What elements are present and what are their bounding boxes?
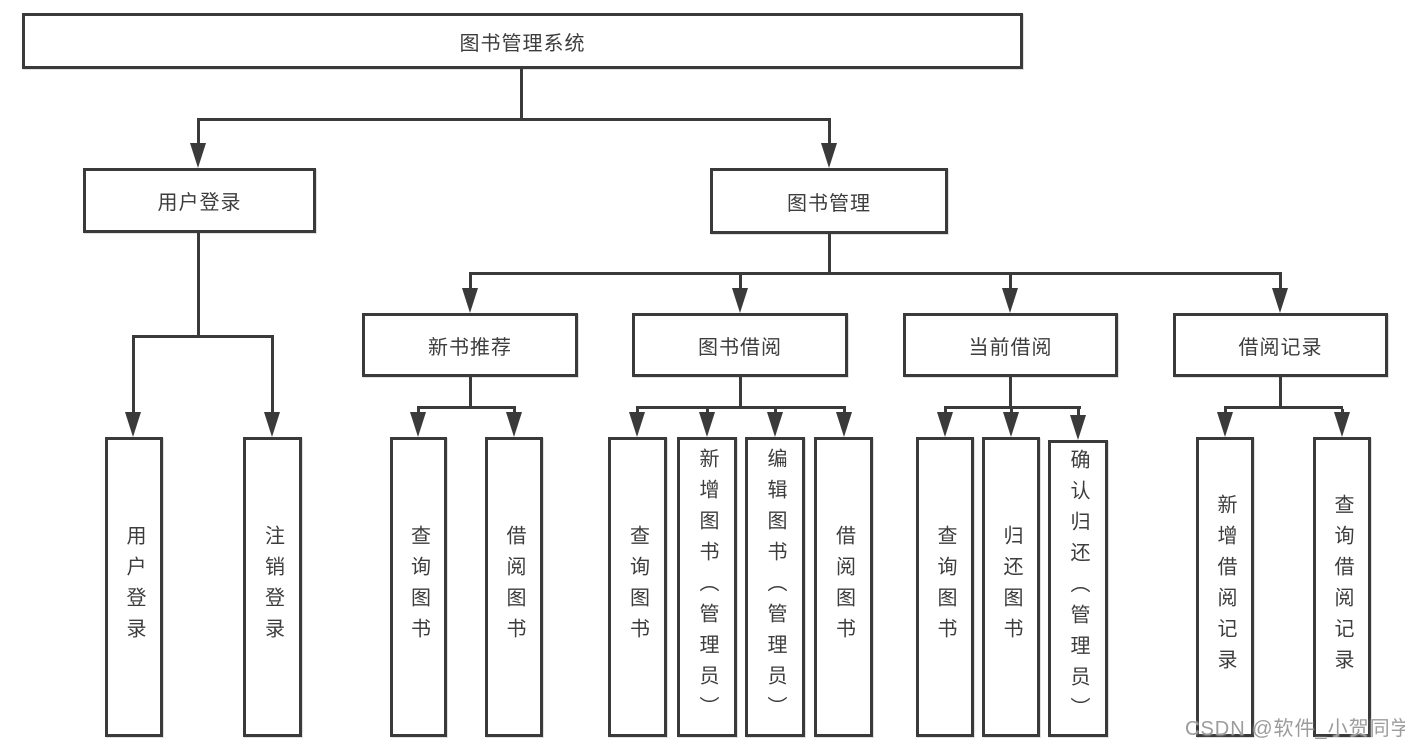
leaf-query-book-1: 查询图书 [390,437,447,737]
connector-line [197,121,200,149]
arrowhead-down-icon [125,412,141,437]
leaf-add-borrow-record: 新增借阅记录 [1196,437,1254,737]
connector-line [1009,377,1012,409]
connector-line [944,406,1081,409]
leaf-return-book: 归还图书 [982,437,1040,737]
arrowhead-down-icon [264,412,280,437]
connector-line [828,121,831,149]
leaf-add-book-admin: 新增图书（管理员） [677,437,737,737]
node-current-borrow: 当前借阅 [903,313,1118,377]
connector-line [469,272,1282,275]
node-new-book-recommend: 新书推荐 [362,313,578,377]
arrowhead-down-icon [1272,288,1288,313]
csdn-watermark: CSDN @软件_小贺同学 [1185,718,1405,740]
arrowhead-down-icon [1070,415,1086,440]
connector-line [197,118,831,121]
leaf-confirm-return-admin: 确认归还（管理员） [1048,440,1108,737]
arrowhead-down-icon [1002,288,1018,313]
arrowhead-down-icon [1334,412,1350,437]
arrowhead-down-icon [732,288,748,313]
arrowhead-down-icon [629,412,645,437]
node-book-borrow: 图书借阅 [632,313,848,377]
arrowhead-down-icon [506,412,522,437]
connector-line [271,338,274,414]
arrowhead-down-icon [190,143,206,168]
leaf-borrow-book-1: 借阅图书 [485,437,543,737]
connector-line [828,234,831,275]
connector-line [469,275,472,291]
arrowhead-down-icon [821,143,837,168]
connector-line [739,275,742,291]
connector-line [197,233,200,338]
arrowhead-down-icon [767,412,783,437]
arrowhead-down-icon [699,412,715,437]
arrowhead-down-icon [1217,412,1233,437]
arrowhead-down-icon [410,412,426,437]
node-user-login: 用户登录 [83,168,316,233]
node-book-management: 图书管理 [710,168,948,234]
leaf-query-book-2: 查询图书 [608,437,667,737]
leaf-borrow-book-2: 借阅图书 [814,437,873,737]
connector-line [1279,377,1282,409]
connector-line [132,335,274,338]
node-root-library-system: 图书管理系统 [22,13,1023,69]
leaf-query-book-3: 查询图书 [916,437,974,737]
connector-line [469,377,472,409]
arrowhead-down-icon [937,412,953,437]
connector-line [1077,409,1080,419]
connector-line [132,338,135,414]
leaf-logout: 注销登录 [243,437,302,737]
leaf-edit-book-admin: 编辑图书（管理员） [745,437,805,737]
connector-line [636,406,846,409]
connector-line [1224,406,1343,409]
arrowhead-down-icon [836,412,852,437]
node-borrow-record: 借阅记录 [1173,313,1388,377]
arrowhead-down-icon [1003,412,1019,437]
connector-line [739,377,742,409]
connector-line [417,406,516,409]
leaf-query-borrow-record: 查询借阅记录 [1313,437,1371,737]
arrowhead-down-icon [462,288,478,313]
leaf-user-login: 用户登录 [105,437,163,737]
connector-line [1279,275,1282,291]
connector-line [520,68,523,119]
connector-line [1009,275,1012,291]
